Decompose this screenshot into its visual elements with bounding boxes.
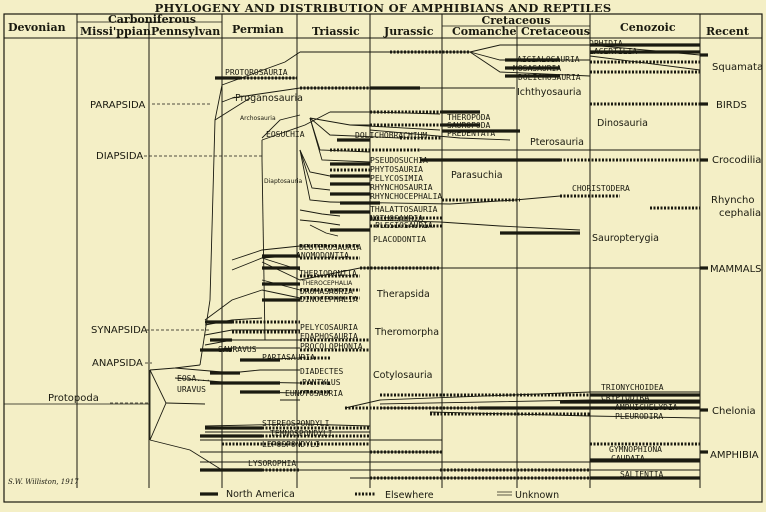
label-eunotosauria: EUNOTOSAURIA [285, 389, 343, 398]
label-uravus: URAVUS [177, 385, 206, 394]
label-chelonia: Chelonia [712, 406, 756, 417]
label-edaphosauria: EDAPHOSAURIA [300, 332, 358, 341]
label-dolichosauria: DOLICHOSAURIA [518, 73, 581, 82]
label-pantylus: PANTYLUS [302, 378, 341, 387]
label-cotylosauria: Cotylosauria [373, 370, 432, 381]
label-anapsida: ANAPSIDA [92, 358, 143, 369]
header-cenozoic: Cenozoic [620, 21, 676, 34]
label-amphichelydia: AMPHICHELYDIA [615, 403, 678, 412]
header-recent: Recent [706, 25, 750, 38]
header-carboniferous: Carboniferous [108, 13, 196, 26]
legend-unknown: Unknown [515, 490, 559, 501]
label-temnospondyli: TEMNOSPONDYLI [270, 429, 333, 438]
label-therocephalia: THEROCEPHALIA [301, 280, 353, 287]
label-anomodontia: ANOMODONTIA [296, 251, 349, 260]
label-dinocephalia: DINOCEPHALIA [300, 295, 358, 304]
label-parapsida: PARAPSIDA [90, 100, 145, 111]
label-eosauravus: EOSA... [177, 374, 211, 383]
legend-swatch-unknown [497, 491, 512, 496]
legend-elsewhere: Elsewhere [385, 490, 434, 501]
label-rhynchocephalia: RHYNCHOCEPHALIA [370, 192, 442, 201]
header-pennsylvanian: Pennsylvan [151, 25, 220, 38]
label-salientia: SALIENTIA [620, 470, 664, 479]
signature: S.W. Williston, 1917 [8, 478, 79, 486]
label-cryptodira: CRYPTODIRA [601, 393, 649, 402]
label-eosuchia: EOSUCHIA [266, 130, 305, 139]
label-diapsida: DIAPSIDA [96, 151, 143, 162]
label-nothosauria: NOTHOSAURIA [370, 214, 423, 223]
label-pseudosuchia: PSEUDOSUCHIA [370, 156, 428, 165]
legend-north-america: North America [226, 489, 295, 500]
label-stereospondyli: STEREOSPONDYLI [262, 419, 330, 428]
label-proganosauria: Proganosauria [235, 93, 303, 104]
label-procolophonia: PROCOLOPHONIA [300, 342, 363, 351]
label-rhyncho: Rhyncho [711, 195, 755, 206]
label-squamata: Squamata [712, 62, 763, 73]
label-sauravus: SAURAVUS [218, 345, 257, 354]
label-caudata: CAUDATA [611, 454, 645, 463]
label-birds: BIRDS [716, 100, 747, 111]
label-thalattosauria: THALATTOSAURIA [370, 205, 438, 214]
label-parasuchia: Parasuchia [451, 170, 503, 181]
label-theriodontia: THERIODONTIA [299, 269, 357, 278]
label-sauropoda: SAUROPODA [447, 121, 491, 130]
label-dromasauria: DROMASAURIA [300, 287, 353, 296]
label-crocodilia: Crocodilia [712, 155, 761, 166]
label-pterosauria: Pterosauria [530, 137, 584, 148]
label-placodontia: PLACODONTIA [373, 235, 426, 244]
label-dinosauria: Dinosauria [597, 118, 648, 129]
label-dolichobrachium: DOLICHOBRACHIUM [355, 131, 427, 140]
branch-lines [149, 44, 701, 479]
label-plesiosauria: PLESIOSAURIA [375, 221, 433, 230]
label-amphibia: AMPHIBIA [710, 450, 759, 461]
label-lepospondyli: LEPOSPONDYLI [262, 440, 320, 449]
label-theromorpha: Theromorpha [374, 327, 439, 338]
label-choristodera: CHORISTODERA [572, 184, 630, 193]
label-diaptosauria: Diaptosauria [264, 178, 303, 185]
label-therapsida: Therapsida [376, 289, 430, 300]
header-permian: Permian [232, 23, 284, 36]
label-mammals: MAMMALS [710, 264, 761, 275]
north-america-ranges [200, 43, 708, 496]
chart-frame [3, 13, 763, 503]
recent-labels: Squamata BIRDS Crocodilia Rhyncho cephal… [710, 62, 763, 461]
label-pleurodira: PLEURODIRA [615, 412, 663, 421]
header-devonian: Devonian [8, 21, 66, 34]
label-pelycosimia: PELYCOSIMIA [370, 174, 423, 183]
label-cephalia: cephalia [719, 208, 761, 219]
label-lysorophia: LYSOROPHIA [248, 459, 296, 468]
label-protorosauria: PROTOROSAURIA [225, 68, 288, 77]
header-cretaceous: Cretaceous [482, 14, 551, 27]
label-sauropterygia: Sauropterygia [592, 233, 659, 244]
header-jurassic: Jurassic [383, 25, 434, 38]
label-pariasauria: PARIASAURIA [262, 353, 315, 362]
header-comanche: Comanche [452, 25, 517, 38]
label-rhynchosauria: RHYNCHOSAURIA [370, 183, 433, 192]
label-diadectes: DIADECTES [300, 367, 344, 376]
label-pelycosauria: PELYCOSAURIA [300, 323, 358, 332]
label-ichthyosauria: Ichthyosauria [517, 87, 581, 98]
label-mosasauria: MOSASAURIA [513, 64, 561, 73]
label-deuterosauria: DEUTEROSAURIA [299, 243, 362, 252]
period-dividers [76, 14, 701, 488]
header-cretaceous-sub: Cretaceous [521, 25, 590, 38]
elsewhere-ranges [222, 50, 700, 496]
chart-title: PHYLOGENY AND DISTRIBUTION OF AMPHIBIANS… [155, 1, 612, 15]
label-archosauria: Archosauria [240, 115, 276, 122]
label-ophidia: OPHIDIA [589, 39, 623, 48]
label-predentata: PREDENTATA [447, 129, 495, 138]
label-lacertilia: LACERTILIA [589, 47, 637, 56]
label-protopoda: Protopoda [48, 393, 99, 404]
label-phytosauria: PHYTOSAURIA [370, 165, 423, 174]
header-mississippian: Missi'ppian [80, 25, 151, 38]
label-trionychoidea: TRIONYCHOIDEA [601, 383, 664, 392]
label-aigialosauria: AIGIALOSAURIA [517, 55, 580, 64]
label-gymnophiona: GYMNOPHIONA [609, 445, 662, 454]
label-theropoda: THEROPODA [447, 113, 491, 122]
group-labels: OPHIDIA LACERTILIA AIGIALOSAURIA MOSASAU… [177, 39, 678, 479]
header-triassic: Triassic [312, 25, 360, 38]
label-synapsida: SYNAPSIDA [91, 325, 148, 336]
